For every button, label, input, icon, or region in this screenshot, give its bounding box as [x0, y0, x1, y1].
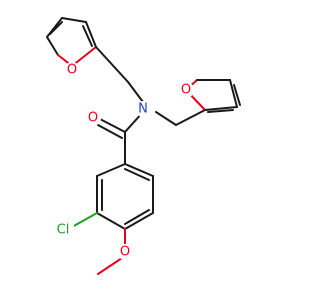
bond	[95, 46, 129, 83]
bond	[96, 212, 126, 230]
bond	[71, 46, 97, 67]
bond	[124, 163, 154, 177]
atom-o-methoxy: O	[117, 244, 133, 260]
atom-cl: Cl	[52, 222, 74, 238]
atom-o-carbonyl: O	[85, 110, 101, 126]
bond	[229, 79, 238, 108]
atom-n-amide: N	[135, 101, 151, 117]
bond	[82, 25, 93, 47]
bond	[124, 168, 150, 181]
bond	[46, 36, 59, 56]
bond	[61, 17, 87, 23]
bond	[124, 209, 150, 225]
bond	[71, 212, 98, 228]
bond	[233, 84, 241, 106]
bonds	[46, 17, 241, 275]
bond	[85, 21, 97, 48]
atom-label-o: O	[67, 63, 77, 78]
bond	[155, 111, 177, 126]
atom-o-furan-left: O	[64, 62, 80, 78]
bond	[204, 106, 238, 111]
atom-labels: O O N O Cl O	[52, 62, 194, 260]
bond	[97, 117, 126, 133]
atom-label-o: O	[88, 111, 98, 126]
bond	[127, 81, 144, 103]
bond	[175, 109, 206, 126]
bond	[49, 21, 63, 35]
atom-label-o: O	[120, 245, 130, 260]
bond	[207, 109, 234, 113]
bond	[96, 163, 126, 177]
atom-label-cl: Cl	[57, 223, 70, 238]
bond	[97, 255, 126, 275]
atom-label-n: N	[138, 102, 148, 117]
atom-label-o: O	[181, 83, 191, 98]
bond	[97, 124, 123, 139]
molecule-structure: O O N O Cl O	[46, 17, 241, 275]
atom-o-furan-right: O	[178, 82, 194, 98]
bond	[124, 212, 154, 230]
